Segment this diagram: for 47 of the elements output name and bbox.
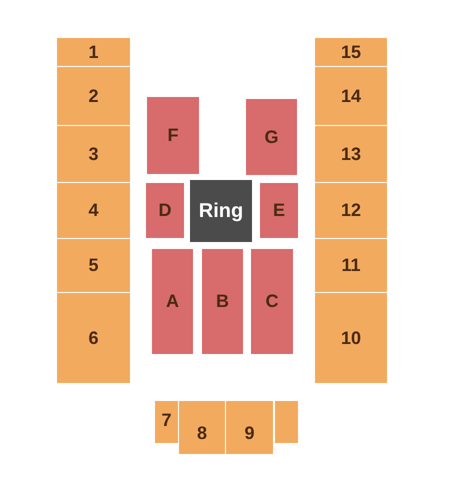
- seating-section: [315, 183, 387, 238]
- seating-section: [57, 293, 130, 383]
- seating-section: [275, 401, 298, 443]
- ring-area: [190, 180, 252, 242]
- section-label: 8: [196, 423, 207, 444]
- section-label: G: [264, 126, 278, 148]
- seating-section: [147, 97, 199, 174]
- seating-section: [315, 126, 387, 182]
- seating-section: [315, 38, 387, 66]
- section-label: 2: [88, 86, 98, 106]
- section-label: 13: [340, 144, 362, 164]
- seating-section: [246, 99, 297, 175]
- seating-section: [260, 183, 298, 238]
- seating-section: [251, 249, 293, 354]
- section-label: 9: [244, 423, 254, 444]
- seating-section: [155, 401, 178, 443]
- seating-section: [179, 401, 225, 454]
- seating-section: [57, 38, 130, 66]
- seating-section: [202, 249, 243, 354]
- section-label: 7: [161, 410, 172, 430]
- section-label: 5: [88, 255, 98, 276]
- section-label: 10: [340, 328, 362, 348]
- seating-section: [315, 293, 387, 383]
- seating-section: [315, 67, 387, 125]
- section-label: 11: [341, 255, 361, 276]
- section-label: A: [166, 291, 179, 312]
- seating-section: [57, 126, 130, 182]
- seating-section: [226, 401, 273, 454]
- seating-section: [57, 239, 130, 292]
- section-label: 12: [340, 200, 362, 221]
- seating-section: [146, 183, 184, 238]
- section-label: 4: [88, 200, 98, 221]
- section-label: F: [168, 125, 178, 146]
- seating-section: [57, 67, 130, 125]
- seating-section: [57, 183, 130, 238]
- section-label: 15: [340, 42, 362, 62]
- section-label: Ring: [198, 200, 244, 222]
- section-label: C: [266, 291, 278, 312]
- section-label: E: [272, 200, 285, 221]
- seating-section: [315, 239, 387, 292]
- section-label: 3: [88, 144, 98, 164]
- section-label: 6: [88, 328, 98, 348]
- section-label: D: [158, 200, 172, 221]
- seating-section: [152, 249, 193, 354]
- section-label: 14: [340, 86, 362, 106]
- section-label: 1: [88, 42, 98, 62]
- section-label: B: [216, 291, 229, 312]
